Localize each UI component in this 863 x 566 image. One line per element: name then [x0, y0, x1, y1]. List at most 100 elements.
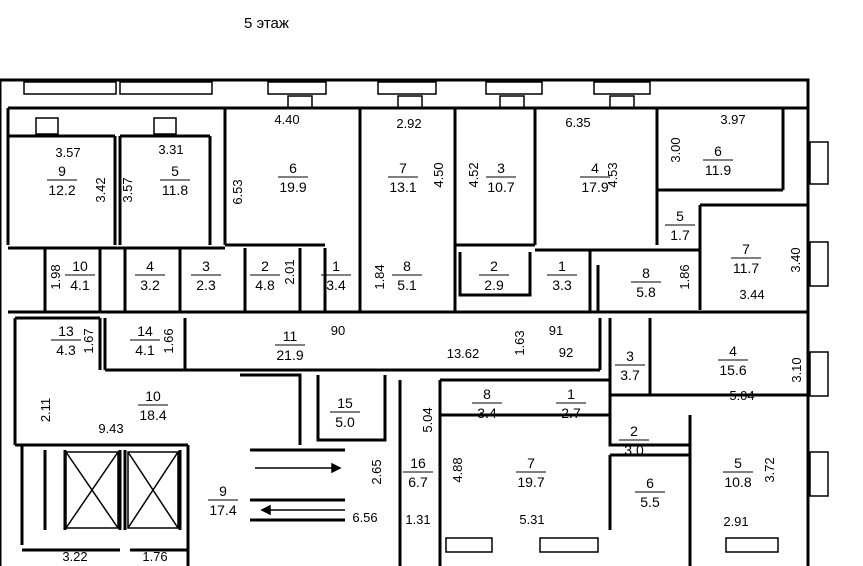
room-label: 510.8	[723, 455, 753, 490]
room-label: 32.3	[191, 258, 221, 293]
room-area: 19.7	[517, 474, 544, 490]
room-number: 2	[261, 258, 269, 274]
interior-walls	[6, 106, 808, 566]
room-area: 2.9	[484, 277, 504, 293]
room-number: 8	[403, 258, 411, 274]
room-number: 5	[171, 163, 179, 179]
room-area: 10.8	[724, 474, 751, 490]
room-label: 24.8	[250, 258, 280, 293]
room-number: 4	[591, 160, 599, 176]
dimension-label: 3.00	[668, 137, 683, 162]
dimension-label: 90	[331, 323, 345, 338]
room-label: 511.8	[160, 163, 190, 198]
room-area: 5.8	[636, 284, 656, 300]
dimension-label: 1.67	[81, 328, 96, 353]
balcony-windows	[23, 81, 829, 553]
dimension-label: 3	[0, 541, 3, 548]
dimension-label: 2.65	[369, 459, 384, 484]
dimension-label: 3.44	[739, 287, 764, 302]
room-area: 4.8	[255, 277, 275, 293]
dimension-label: 3.22	[62, 549, 87, 564]
room-number: 9	[219, 483, 227, 499]
dimension-label: 3.57	[55, 145, 80, 160]
room-area: 3.4	[477, 405, 497, 421]
room-number: 10	[72, 258, 88, 274]
dimension-label: 4.53	[605, 162, 620, 187]
dimension-label: 91	[549, 323, 563, 338]
room-number: 3	[497, 160, 505, 176]
floor-title: 5 этаж	[244, 15, 289, 32]
room-area: 13.1	[389, 179, 416, 195]
room-area: 11.7	[733, 260, 759, 276]
room-area: 2.3	[196, 277, 216, 293]
dimension-label: 3.10	[789, 357, 804, 382]
dimension-label: 3.42	[93, 177, 108, 202]
stair-arrows	[255, 462, 345, 516]
room-label: 13.3	[547, 258, 577, 293]
dimension-label: 3.40	[788, 247, 803, 272]
room-number: 4	[729, 343, 737, 359]
room-number: 2	[630, 423, 638, 439]
room-number: 4	[146, 258, 154, 274]
room-label: 33.7	[615, 348, 645, 383]
dimension-label: 1.84	[372, 264, 387, 289]
dimension-label: 5.31	[519, 512, 544, 527]
room-area: 1.7	[670, 227, 690, 243]
room-number: 5	[734, 455, 742, 471]
room-label: 85.8	[631, 265, 661, 300]
dimension-label: 1.63	[512, 330, 527, 355]
room-number: 1	[558, 258, 566, 274]
dimension-label: 1.76	[142, 549, 167, 564]
room-number: 7	[742, 241, 750, 257]
room-label: 65.5	[635, 475, 665, 510]
room-area: 3.7	[620, 367, 640, 383]
room-number: 5	[676, 208, 684, 224]
room-number: 14	[137, 323, 153, 339]
dimension-label: 92	[559, 345, 573, 360]
room-number: 7	[527, 455, 535, 471]
room-label: 13.4	[321, 258, 351, 293]
room-area: 5.0	[335, 414, 355, 430]
elevator-shafts	[65, 451, 179, 529]
room-area: 3.4	[326, 277, 346, 293]
dimension-label: 2.91	[723, 514, 748, 529]
room-number: 2	[490, 258, 498, 274]
dimension-label: 9.43	[98, 421, 123, 436]
room-number: 11	[283, 328, 298, 344]
dashed-partitions	[225, 108, 610, 416]
room-number: 3	[626, 348, 634, 364]
room-area: 4.1	[135, 342, 155, 358]
room-number: 1	[567, 386, 575, 402]
room-number: 6	[289, 160, 297, 176]
dimension-label: 2.01	[282, 259, 297, 284]
dimension-label: 4.88	[450, 457, 465, 482]
room-labels: 912.2511.8619.9713.1310.7417.9611.9711.7…	[47, 143, 761, 518]
room-area: 15.6	[719, 362, 746, 378]
room-label: 23.0	[619, 423, 649, 458]
room-area: 19.9	[279, 179, 306, 195]
dimension-label: 2.92	[396, 116, 421, 131]
room-label: 719.7	[516, 455, 546, 490]
room-label: 713.1	[388, 160, 418, 195]
room-label: 711.7	[731, 241, 761, 276]
room-area: 3.0	[624, 442, 644, 458]
dimension-label: 1.31	[405, 512, 430, 527]
room-area: 17.9	[581, 179, 608, 195]
room-label: 22.9	[479, 258, 509, 293]
room-area: 11.9	[705, 162, 731, 178]
room-label: 611.9	[703, 143, 733, 178]
room-area: 3.3	[552, 277, 572, 293]
room-number: 8	[642, 265, 650, 281]
room-area: 5.5	[640, 494, 660, 510]
room-number: 7	[399, 160, 407, 176]
dimension-label: 6.35	[565, 115, 590, 130]
room-number: 9	[58, 163, 66, 179]
room-area: 11.8	[162, 182, 188, 198]
dimension-label: 4.40	[274, 112, 299, 127]
dimension-label: 3.31	[158, 142, 183, 157]
room-area: 4.3	[56, 342, 76, 358]
room-label: 83.4	[472, 386, 502, 421]
room-label: 417.9	[580, 160, 610, 195]
